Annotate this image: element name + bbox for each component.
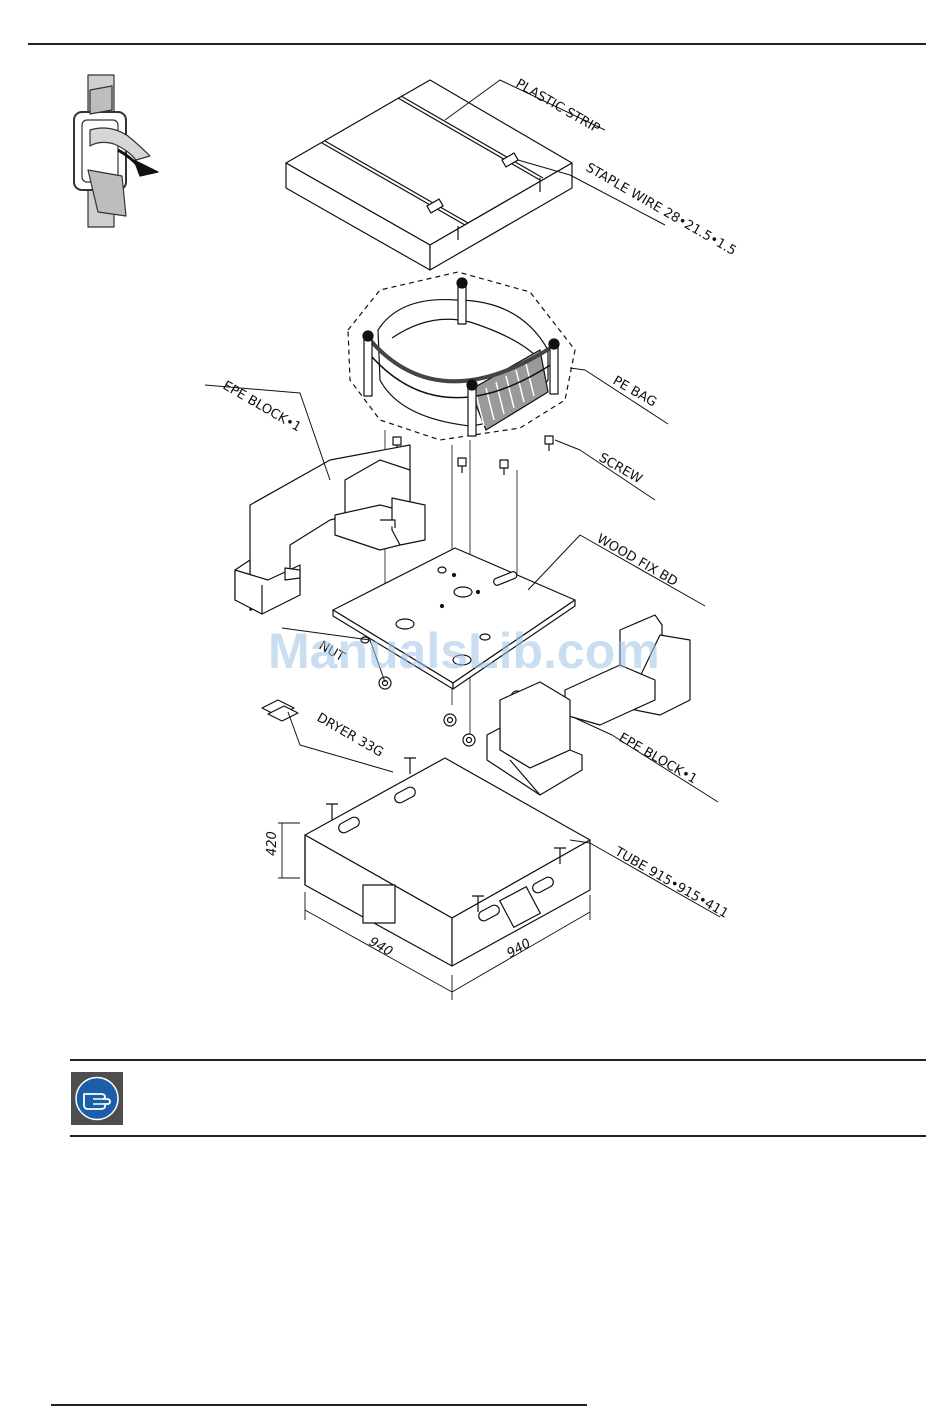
dimension-height: 420 xyxy=(265,831,280,856)
dimension-width-right: 940 xyxy=(505,936,534,961)
label-pe-bag: PE BAG xyxy=(610,373,659,410)
note-bottom-rule xyxy=(70,1135,926,1137)
label-staple-wire: STAPLE WIRE 28•21.5•1.5 xyxy=(583,160,739,259)
strap-buckle-illustration xyxy=(74,75,158,227)
label-epe-block-right: EPE BLOCK•1 xyxy=(616,730,700,787)
footer-rule xyxy=(51,1404,587,1406)
tube-box xyxy=(278,758,590,1000)
packing-exploded-diagram: PLASTIC STRIP STAPLE WIRE 28•21.5•1.5 PE… xyxy=(0,0,950,1060)
lid-box xyxy=(286,80,572,270)
label-screw: SCREW xyxy=(596,450,645,487)
label-wood-fix-bd: WOOD FIX BD xyxy=(594,531,680,589)
label-tube: TUBE 915•915•411 xyxy=(611,844,731,922)
projector-in-bag xyxy=(348,272,575,440)
screws xyxy=(393,436,553,475)
dryer-packet xyxy=(262,700,298,721)
dimension-width-left: 940 xyxy=(366,934,395,959)
label-dryer: DRYER 33G xyxy=(314,710,386,760)
watermark: ManualsLib.com xyxy=(268,623,660,679)
pointing-hand-icon xyxy=(71,1072,123,1125)
label-epe-block-left: EPE BLOCK•1 xyxy=(220,378,304,435)
label-plastic-strip: PLASTIC STRIP xyxy=(513,76,602,136)
note-top-rule xyxy=(70,1059,926,1061)
